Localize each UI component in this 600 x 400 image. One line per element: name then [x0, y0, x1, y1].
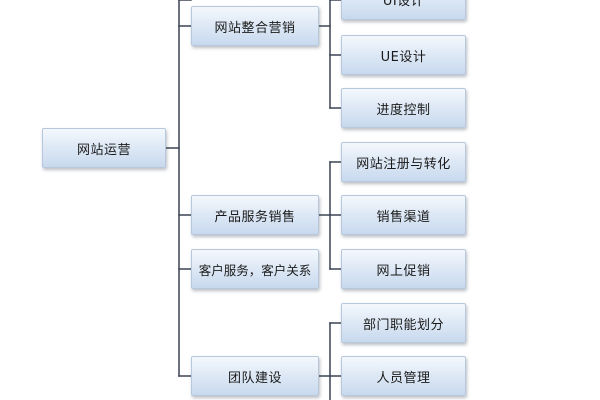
node-label: 产品服务销售	[214, 209, 296, 225]
node-branch-team-building: 团队建设	[191, 356, 319, 396]
node-branch-customer-service: 客户服务，客户关系	[191, 249, 319, 289]
node-branch-product-sales: 产品服务销售	[191, 195, 319, 235]
node-leaf-progress-control: 进度控制	[341, 88, 466, 128]
node-label: UI设计	[382, 0, 425, 9]
node-label: UE设计	[380, 49, 427, 65]
node-label: 网站整合营销	[214, 20, 296, 36]
node-label: 客户服务，客户关系	[198, 262, 312, 278]
node-label: 销售渠道	[376, 209, 431, 225]
node-leaf-sales-channels: 销售渠道	[341, 195, 466, 235]
node-leaf-department-functions: 部门职能划分	[341, 303, 466, 343]
node-root: 网站运营	[42, 128, 166, 168]
node-leaf-personnel-management: 人员管理	[341, 356, 466, 396]
node-label: 网站注册与转化	[356, 156, 451, 172]
node-label: 网上促销	[376, 263, 431, 279]
node-leaf-registration-conversion: 网站注册与转化	[341, 142, 466, 182]
node-label: 部门职能划分	[362, 317, 444, 333]
node-leaf-online-promotion: 网上促销	[341, 249, 466, 289]
node-leaf-ui-design: UI设计	[341, 0, 466, 20]
node-leaf-ue-design: UE设计	[341, 35, 466, 75]
node-branch-integrated-marketing: 网站整合营销	[191, 6, 319, 46]
node-root-label: 网站运营	[76, 142, 131, 158]
node-label: 进度控制	[376, 102, 431, 118]
node-label: 团队建设	[227, 370, 282, 386]
node-label: 人员管理	[376, 370, 431, 386]
